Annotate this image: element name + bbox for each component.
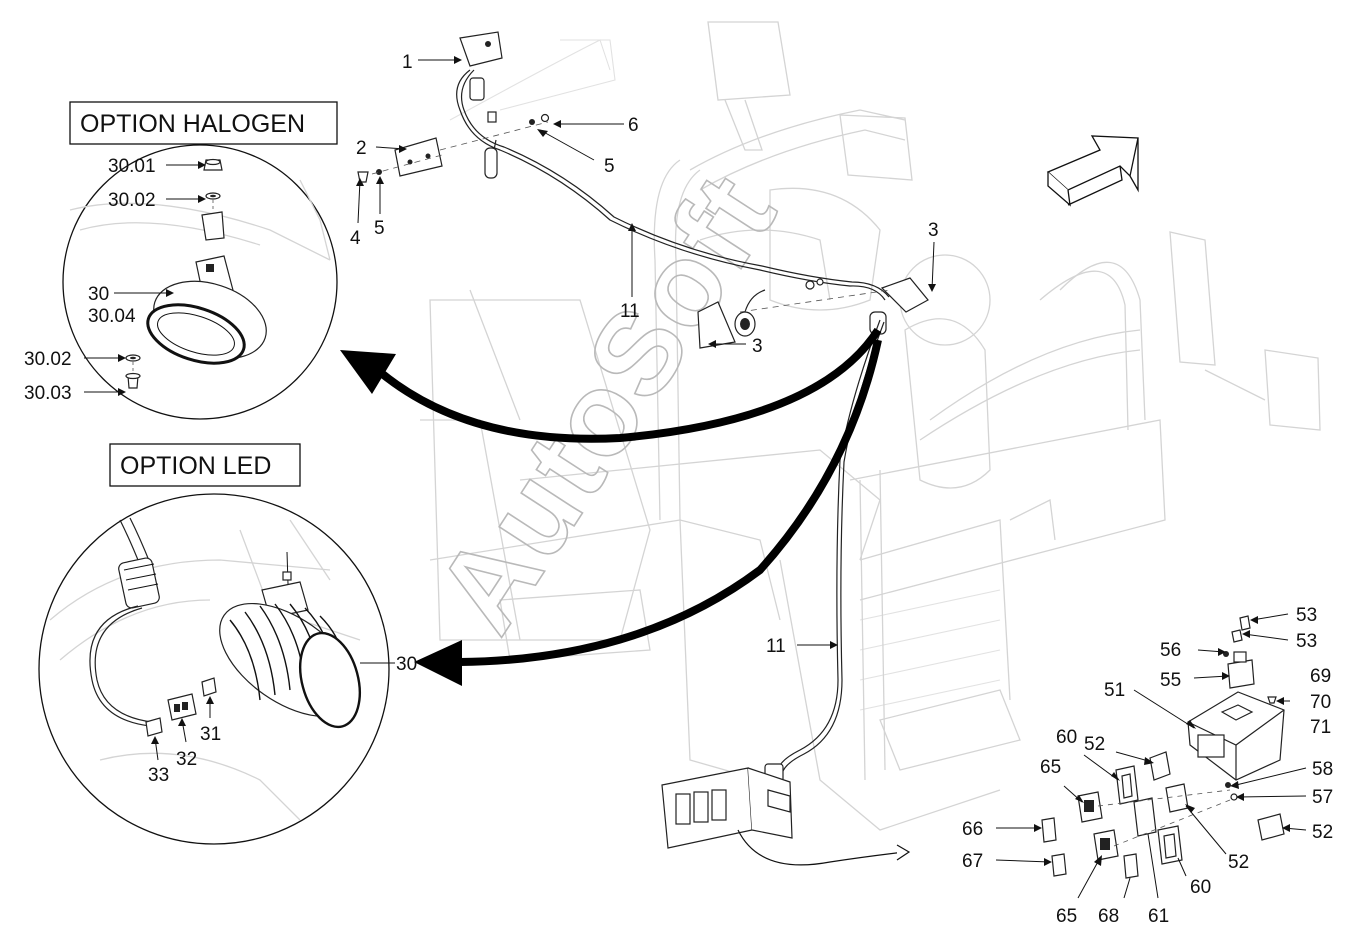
- label-65-bottom: 65: [1056, 906, 1077, 927]
- label-33: 33: [148, 765, 169, 786]
- switch-panel-exploded: [1041, 615, 1285, 879]
- part-labels: 1 2 3 3 4 5 5 6 11 11 30.01 30.02 30 30.…: [24, 52, 1333, 927]
- label-part-11-bottom: 11: [766, 636, 786, 657]
- label-52-mid: 52: [1228, 852, 1249, 873]
- callout-arrow-icon: [377, 327, 882, 443]
- label-67: 67: [962, 851, 983, 872]
- label-68: 68: [1098, 906, 1119, 927]
- label-69: 69: [1310, 666, 1331, 687]
- label-30-halogen: 30: [88, 284, 109, 305]
- label-52-top: 52: [1084, 734, 1105, 755]
- callout-arrow-icon: [459, 339, 882, 666]
- label-60-top: 60: [1056, 727, 1077, 748]
- label-part-3-right: 3: [928, 220, 939, 241]
- label-53-top: 53: [1296, 605, 1317, 626]
- halogen-option-detail: OPTION HALOGEN: [62, 101, 338, 420]
- halogen-title: OPTION HALOGEN: [80, 110, 305, 138]
- label-55: 55: [1160, 670, 1181, 691]
- led-title: OPTION LED: [120, 452, 271, 480]
- label-52-right: 52: [1312, 822, 1333, 843]
- label-30-led: 30: [396, 654, 417, 675]
- label-part-11-top: 11: [620, 301, 640, 322]
- leader-lines: [84, 56, 1307, 899]
- label-part-5-right: 5: [604, 156, 615, 177]
- label-part-5-left: 5: [374, 218, 385, 239]
- label-51: 51: [1104, 680, 1125, 701]
- label-56: 56: [1160, 640, 1181, 661]
- label-30-02-bottom: 30.02: [24, 349, 72, 370]
- label-30-03: 30.03: [24, 383, 72, 404]
- label-61: 61: [1148, 906, 1169, 927]
- direction-arrow-icon: [1046, 135, 1139, 207]
- label-32: 32: [176, 749, 197, 770]
- label-58: 58: [1312, 759, 1333, 780]
- label-30-02-top: 30.02: [108, 190, 156, 211]
- label-60-bottom: 60: [1190, 877, 1211, 898]
- label-71: 71: [1310, 717, 1331, 738]
- label-30-04: 30.04: [88, 306, 136, 327]
- label-66: 66: [962, 819, 983, 840]
- led-title-box: [109, 443, 301, 487]
- led-option-detail: OPTION LED: [38, 443, 390, 845]
- label-part-1: 1: [402, 52, 413, 73]
- control-box: [661, 767, 911, 866]
- label-part-3-lower: 3: [752, 336, 763, 357]
- callout-arrows: [340, 327, 882, 686]
- label-65-top: 65: [1040, 757, 1061, 778]
- label-57: 57: [1312, 787, 1333, 808]
- label-part-2: 2: [356, 138, 367, 159]
- label-30-01: 30.01: [108, 156, 156, 177]
- label-53-bottom: 53: [1296, 631, 1317, 652]
- label-31: 31: [200, 724, 221, 745]
- label-70: 70: [1310, 692, 1331, 713]
- machine-frame-background: [420, 21, 1321, 831]
- label-part-6: 6: [628, 115, 639, 136]
- halogen-title-box: [69, 101, 338, 145]
- label-part-4: 4: [350, 228, 361, 249]
